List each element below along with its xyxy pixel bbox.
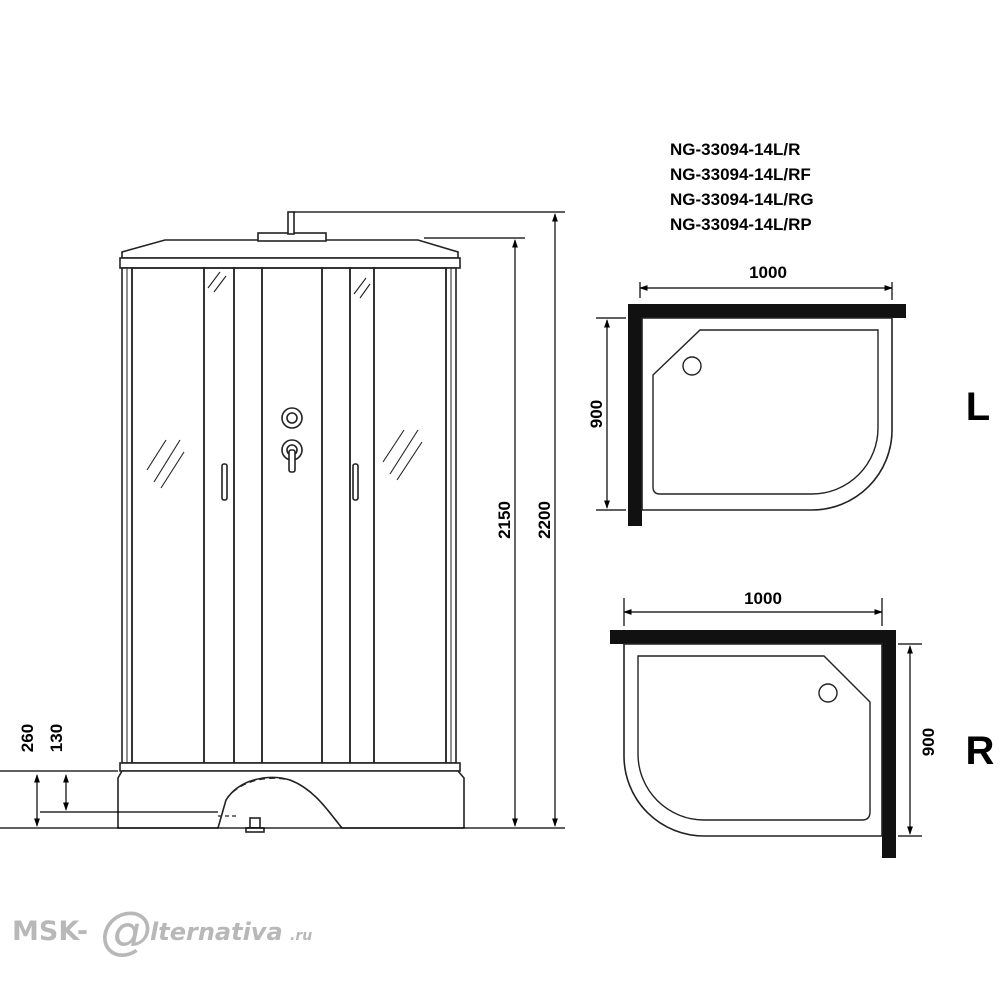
back-wall-bar	[628, 304, 906, 318]
left-door-handle	[221, 463, 228, 501]
left-inner-frame	[233, 267, 263, 764]
watermark-suffix: lternativa	[150, 918, 283, 946]
adjustable-foot	[249, 817, 261, 829]
right-door-glass	[349, 267, 375, 764]
side-wall-bar	[882, 630, 896, 858]
dim-total-height: 2200	[535, 501, 554, 539]
back-wall-panel	[261, 267, 323, 764]
cabin-roof	[121, 239, 459, 259]
right-fixed-glass	[373, 267, 447, 764]
side-label-r: R	[966, 729, 995, 773]
left-fixed-glass	[131, 267, 205, 764]
watermark-domain: .ru	[290, 928, 312, 944]
watermark-logo: MSK- @ lternativa .ru	[12, 901, 312, 961]
plan-right-depth: 900	[919, 728, 938, 756]
right-door-handle	[352, 463, 359, 501]
bottom-frame	[119, 762, 461, 772]
plan-right: 1000 900 R	[610, 589, 995, 858]
model-name: NG-33094-14L/R	[670, 140, 800, 159]
back-wall-bar	[610, 630, 896, 644]
top-frame	[119, 257, 461, 269]
drain-icon	[682, 356, 702, 376]
watermark-prefix: MSK-	[12, 916, 88, 947]
left-door-glass	[203, 267, 235, 764]
mixer-ring-icon	[281, 407, 303, 429]
model-name: NG-33094-14L/RF	[670, 165, 811, 184]
right-inner-frame	[321, 267, 351, 764]
model-name: NG-33094-14L/RG	[670, 190, 814, 209]
tray-inner-outline	[637, 655, 871, 821]
tray-outline	[641, 317, 893, 511]
model-name: NG-33094-14L/RP	[670, 215, 812, 234]
dim-tray-height: 260	[18, 724, 37, 752]
elevation-dimensions	[0, 211, 565, 829]
watermark-mark: @	[100, 901, 152, 961]
side-wall-bar	[628, 304, 642, 526]
front-elevation	[117, 211, 465, 833]
drain-icon	[818, 683, 838, 703]
plan-right-width: 1000	[744, 589, 782, 608]
model-list: NG-33094-14L/R NG-33094-14L/RF NG-33094-…	[670, 140, 814, 234]
tray-inner-outline	[652, 329, 879, 495]
top-shower-pipe	[287, 211, 295, 235]
plan-left: 1000 900 L	[587, 263, 990, 526]
dim-cabin-height: 2150	[495, 501, 514, 539]
plan-left-depth: 900	[587, 400, 606, 428]
drain-pipe-outline	[225, 777, 343, 829]
glass-reflection	[146, 271, 423, 489]
mixer-lever	[288, 449, 296, 473]
dim-base-height: 130	[47, 724, 66, 752]
plan-left-width: 1000	[749, 263, 787, 282]
tray-outline	[623, 643, 883, 837]
side-label-l: L	[966, 385, 990, 429]
shower-tray-base	[117, 770, 465, 829]
elevation-dimension-labels: 2200 2150 260 130	[18, 501, 554, 752]
